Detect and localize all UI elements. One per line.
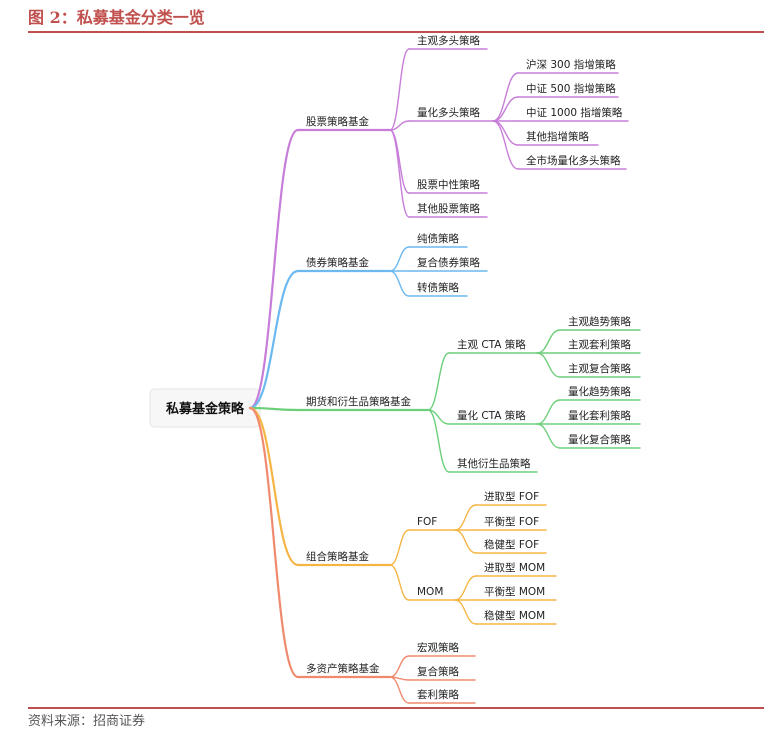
node-mom-item: 平衡型 MOM — [484, 585, 545, 598]
node-subjective-cta-item: 主观套利策略 — [568, 338, 631, 351]
node-bond-item: 转债策略 — [417, 281, 459, 294]
node-mom-item: 稳健型 MOM — [484, 609, 545, 622]
node-quant-long-item: 全市场量化多头策略 — [526, 154, 621, 167]
branch-multi-asset-connector — [248, 406, 300, 679]
node-fof-item-connector — [454, 529, 477, 554]
node-other-derivative: 其他衍生品策略 — [457, 457, 531, 470]
node-multi-asset-item-connector — [389, 676, 410, 704]
node-quant-long-item-connector — [492, 120, 519, 170]
node-mom-item-connector — [454, 575, 477, 601]
node-subjective-cta-connector — [427, 352, 450, 411]
node-subjective-cta-item: 主观趋势策略 — [568, 315, 631, 328]
node-multi-asset-item-connector — [389, 655, 410, 678]
node-subjective-long: 主观多头策略 — [417, 34, 480, 47]
node-quant-long-item: 其他指增策略 — [526, 130, 589, 143]
branch-futures-connector — [248, 406, 300, 412]
node-fof-item: 进取型 FOF — [484, 490, 539, 503]
branch-stocks: 股票策略基金 — [306, 115, 369, 128]
bottom-rule — [28, 707, 764, 709]
node-multi-asset-item: 套利策略 — [417, 688, 459, 701]
node-quant-long-item-connector — [492, 120, 519, 146]
node-subjective-cta-item: 主观复合策略 — [568, 362, 631, 375]
node-quant-long-item-connector — [492, 96, 519, 122]
branch-portfolio: 组合策略基金 — [306, 550, 369, 563]
node-fof-item: 平衡型 FOF — [484, 515, 539, 528]
node-mom-item-connector — [454, 599, 477, 625]
node-mom-item: 进取型 MOM — [484, 561, 545, 574]
top-rule — [28, 31, 764, 33]
node-quant-long-item: 沪深 300 指增策略 — [526, 58, 616, 71]
node-quant-cta-item: 量化套利策略 — [568, 409, 631, 422]
branch-portfolio-connector — [248, 406, 300, 567]
node-fof-item: 稳健型 FOF — [484, 538, 539, 551]
branch-stocks-connector — [248, 128, 300, 410]
node-quant-cta-item: 量化趋势策略 — [568, 385, 631, 398]
node-subjective-cta-item-connector — [536, 329, 561, 354]
node-market-neutral-connector — [389, 129, 410, 194]
node-quant-long-connector — [389, 120, 410, 131]
figure-title: 图 2：私募基金分类一览 — [28, 8, 205, 27]
node-market-neutral: 股票中性策略 — [417, 178, 480, 191]
branch-bonds-connector — [248, 269, 300, 410]
node-subjective-cta: 主观 CTA 策略 — [457, 338, 526, 351]
node-other-stock-connector — [389, 129, 410, 218]
branch-futures: 期货和衍生品策略基金 — [306, 395, 411, 408]
node-fof: FOF — [417, 516, 437, 528]
node-bond-item: 复合债券策略 — [417, 256, 480, 269]
node-other-derivative-connector — [427, 409, 450, 473]
node-multi-asset-item: 宏观策略 — [417, 641, 459, 654]
node-quant-long-item: 中证 500 指增策略 — [526, 82, 616, 95]
node-mom: MOM — [417, 586, 443, 598]
node-bond-item-connector — [389, 246, 410, 272]
source-note: 资料来源：招商证券 — [28, 714, 146, 729]
node-multi-asset-item: 复合策略 — [417, 665, 459, 678]
root-node-label: 私募基金策略 — [166, 401, 245, 417]
node-fof-connector — [389, 529, 410, 566]
node-subjective-cta-item-connector — [536, 352, 561, 378]
node-quant-long-item: 中证 1000 指增策略 — [526, 106, 623, 119]
node-subjective-long-connector — [389, 48, 410, 131]
branch-bonds: 债券策略基金 — [306, 256, 369, 269]
node-quant-cta-item: 量化复合策略 — [568, 433, 631, 446]
node-bond-item-connector — [389, 270, 410, 297]
node-quant-cta-item-connector — [536, 423, 561, 449]
node-quant-long: 量化多头策略 — [417, 106, 480, 119]
node-fof-item-connector — [454, 504, 477, 531]
node-quant-cta-item-connector — [536, 399, 561, 425]
node-other-stock: 其他股票策略 — [417, 202, 480, 215]
node-mom-connector — [389, 564, 410, 601]
node-bond-item: 纯债策略 — [417, 232, 459, 245]
branch-multi-asset: 多资产策略基金 — [306, 662, 380, 675]
node-quant-long-item-connector — [492, 72, 519, 122]
node-quant-cta: 量化 CTA 策略 — [457, 409, 526, 422]
